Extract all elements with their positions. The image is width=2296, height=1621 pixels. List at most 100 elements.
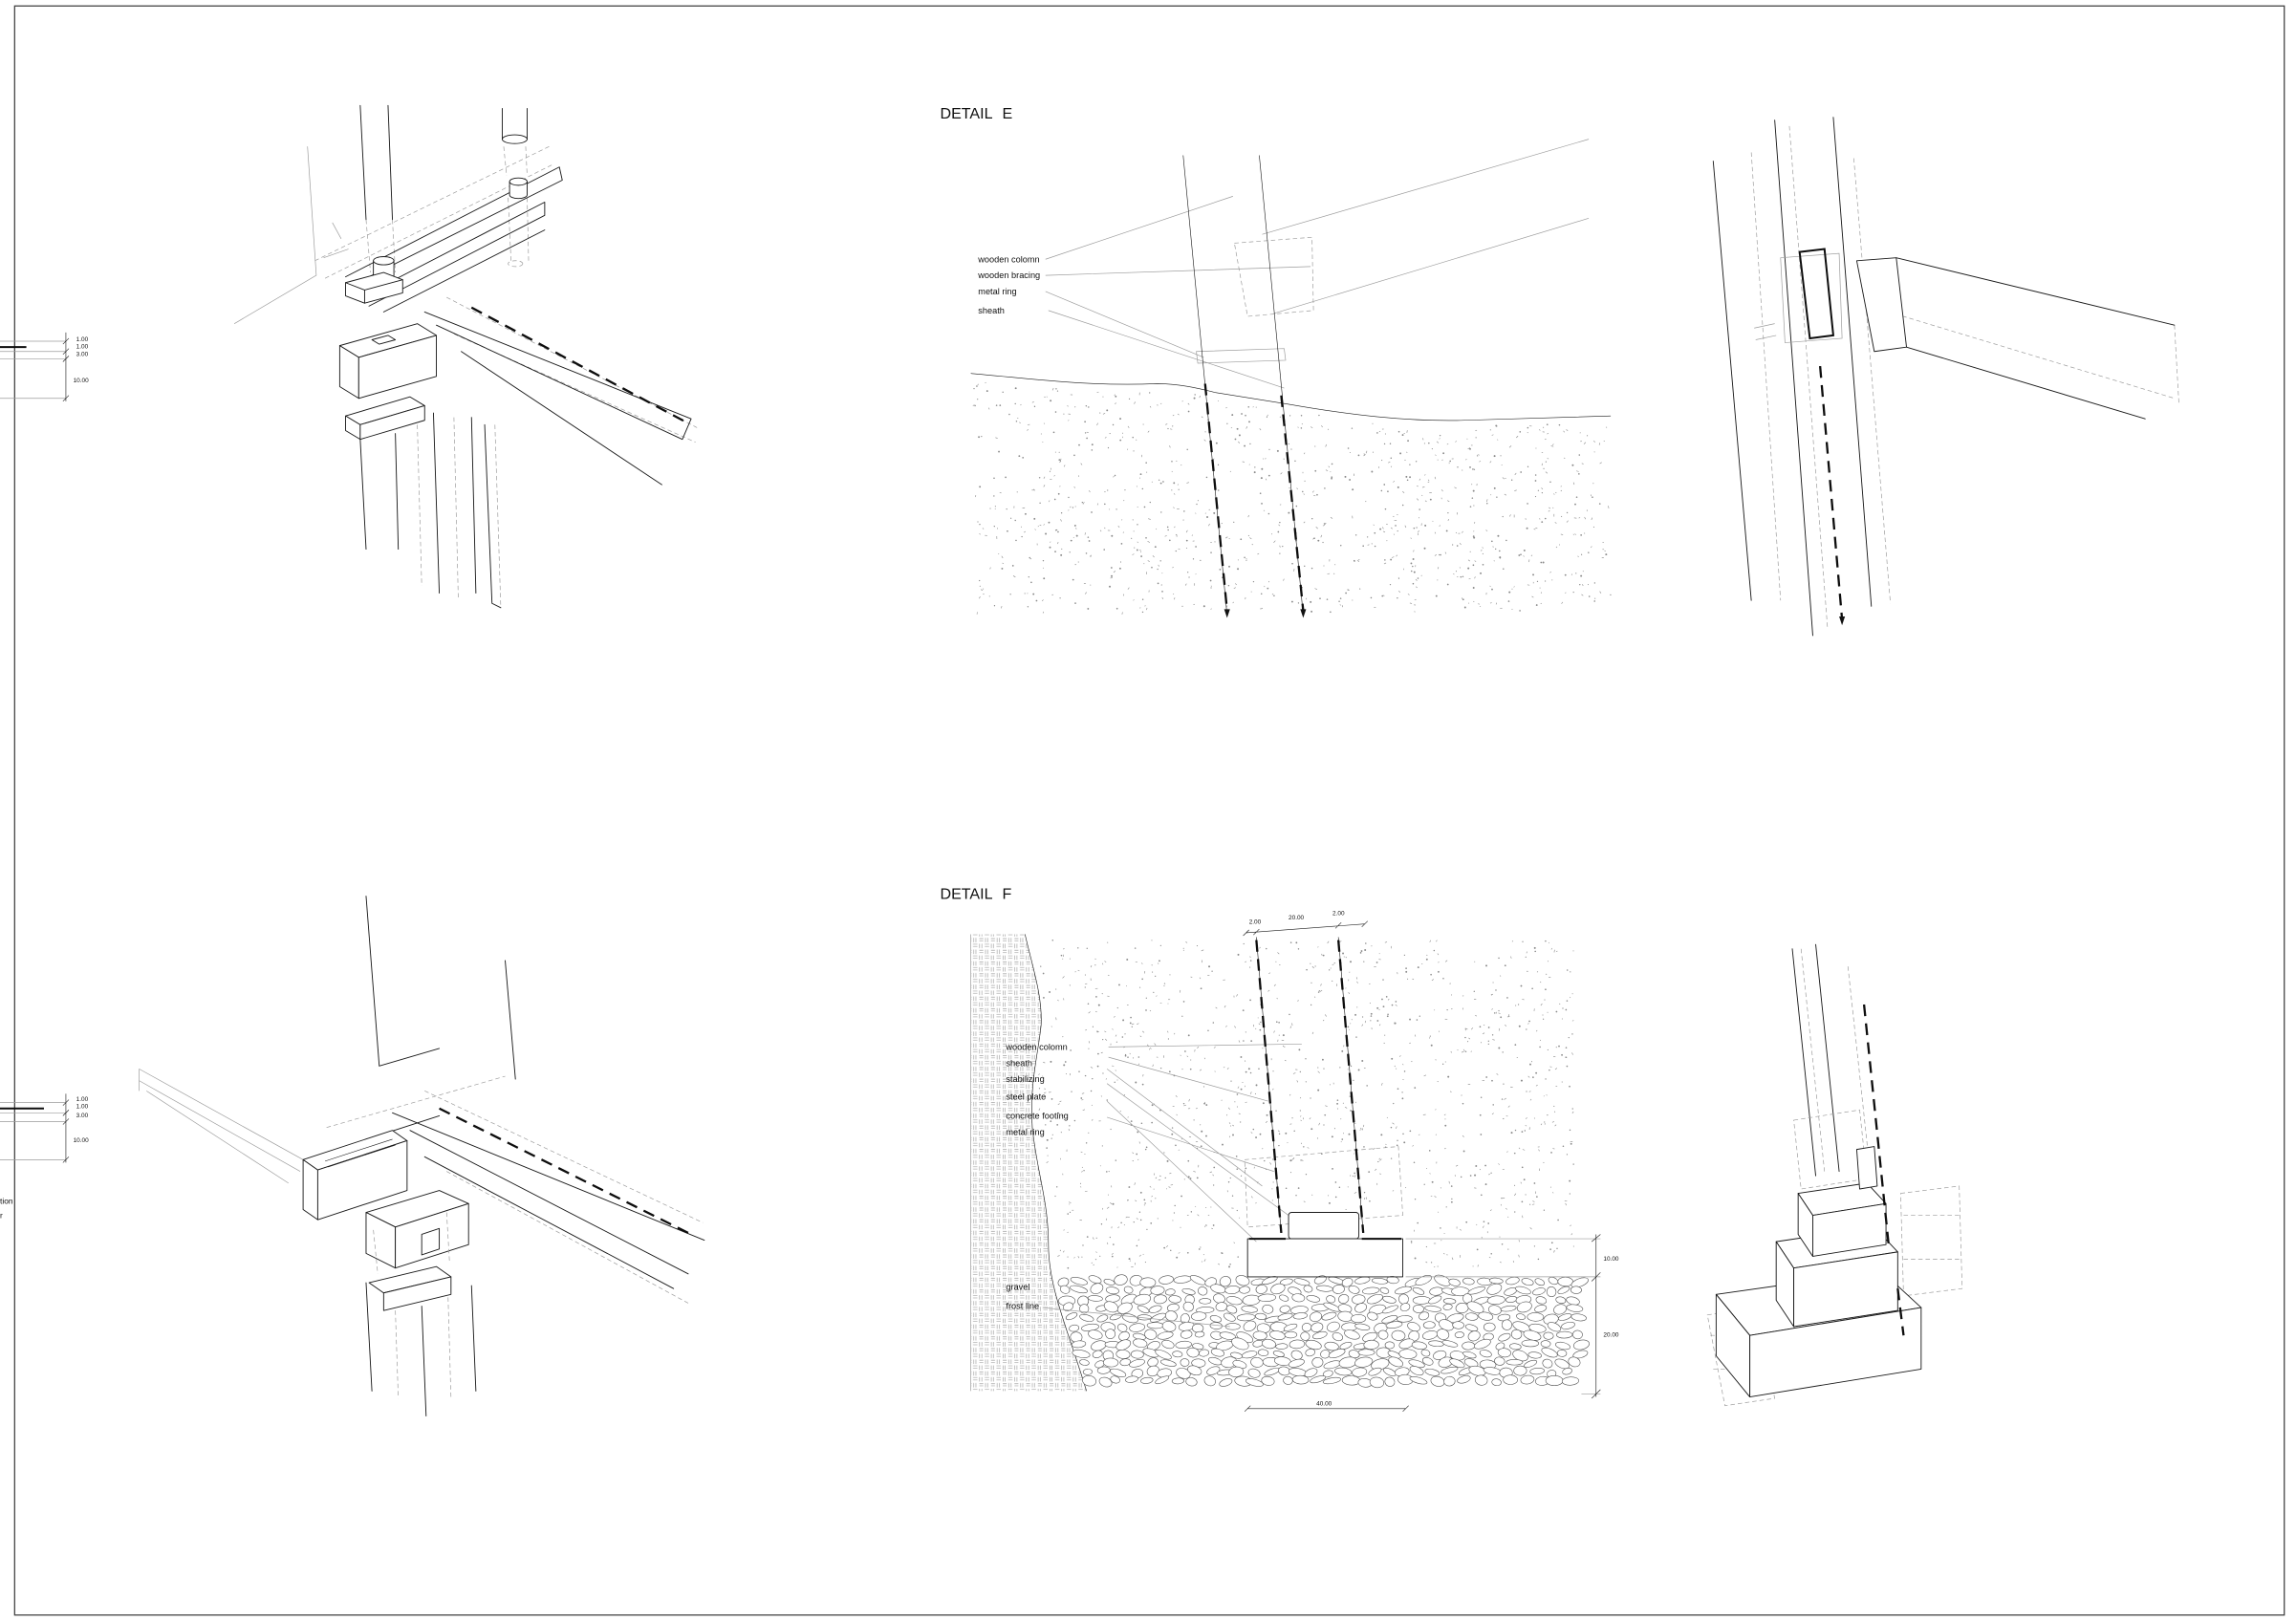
soil-speck	[1322, 541, 1324, 544]
soil-speck	[1332, 1167, 1333, 1170]
soil-speck	[1415, 578, 1418, 581]
label-steel-plate: steel plate	[1006, 1092, 1046, 1102]
soil-speck	[1054, 1195, 1056, 1198]
soil-speck	[1056, 1124, 1059, 1126]
plate-right-face	[1812, 1202, 1887, 1257]
gravel-pebble	[1367, 1311, 1378, 1321]
soil-speck	[1240, 1056, 1243, 1058]
soil-speck	[1232, 1124, 1235, 1127]
gravel-pebble	[1133, 1338, 1148, 1349]
soil-speck	[1245, 1167, 1247, 1170]
soil-speck	[1210, 551, 1212, 553]
gravel-pebble	[1529, 1367, 1545, 1375]
soil-speck	[1578, 454, 1581, 456]
soil-speck	[1197, 1214, 1200, 1217]
soil-speck	[1084, 432, 1087, 434]
soil-speck	[1561, 1018, 1563, 1020]
soil-speck	[1372, 422, 1374, 424]
soil-speck	[1484, 1183, 1487, 1186]
gravel-pebble	[1334, 1367, 1353, 1376]
soil-speck	[1521, 1131, 1524, 1133]
gravel-pebble	[1224, 1312, 1236, 1322]
gravel-pebble	[1341, 1375, 1361, 1386]
soil-speck	[972, 404, 975, 406]
extension-line	[1405, 1238, 1601, 1394]
soil-speck	[1138, 1254, 1141, 1257]
soil-speck	[1570, 1142, 1572, 1145]
gravel-pebble	[1527, 1312, 1545, 1322]
soil-speck	[1228, 1265, 1231, 1268]
soil-speck	[1065, 1073, 1068, 1075]
soil-speck	[1523, 549, 1526, 551]
gravel-pebble	[1337, 1310, 1354, 1322]
soil-speck	[1241, 413, 1243, 415]
soil-speck	[1443, 1113, 1446, 1116]
soil-speck	[1392, 1122, 1395, 1125]
soil-speck	[1085, 405, 1088, 407]
soil-speck	[1091, 443, 1094, 446]
soil-speck	[1317, 539, 1320, 542]
soil-speck	[1271, 1088, 1274, 1091]
gravel-pebble	[1082, 1368, 1093, 1375]
soil-speck	[1134, 1182, 1136, 1185]
soil-speck	[1541, 521, 1544, 523]
soil-speck	[1247, 514, 1249, 518]
soil-speck	[1366, 1085, 1368, 1087]
soil-speck	[1231, 1195, 1234, 1197]
gravel-pebble	[1242, 1294, 1261, 1306]
soil-speck	[1139, 1191, 1142, 1194]
soil-speck	[1082, 1244, 1084, 1246]
soil-speck	[1104, 490, 1106, 493]
soil-speck	[1266, 947, 1267, 950]
soil-speck	[1376, 1020, 1379, 1022]
soil-speck	[1001, 555, 1004, 559]
soil-speck	[1541, 491, 1543, 494]
soil-speck	[1195, 573, 1197, 575]
soil-speck	[1417, 1221, 1419, 1224]
soil-speck	[1532, 1076, 1534, 1078]
soil-speck	[1340, 1141, 1342, 1143]
soil-speck	[1327, 940, 1330, 944]
soil-speck	[1254, 466, 1256, 468]
soil-speck	[1536, 580, 1539, 583]
soil-speck	[1382, 530, 1386, 533]
soil-speck	[1149, 392, 1151, 394]
gravel-pebble	[1196, 1307, 1215, 1314]
gravel-pebble	[1428, 1295, 1442, 1305]
soil-speck	[1324, 1014, 1327, 1017]
soil-speck	[1474, 560, 1477, 562]
soil-speck	[1339, 597, 1342, 599]
soil-speck	[1145, 997, 1147, 999]
soil-speck	[1040, 965, 1042, 967]
soil-speck	[1297, 948, 1300, 950]
soil-speck	[1150, 1221, 1153, 1224]
soil-speck	[1529, 1227, 1532, 1230]
joint-box-left-face	[302, 1158, 318, 1221]
soil-speck	[1178, 548, 1180, 551]
soil-speck	[1255, 1027, 1257, 1029]
gravel-pebble	[1503, 1374, 1518, 1385]
gravel-pebble	[1388, 1356, 1403, 1368]
soil-speck	[1558, 1003, 1561, 1005]
gravel-pebble	[1442, 1298, 1457, 1305]
gravel-pebble	[1088, 1275, 1102, 1285]
soil-speck	[993, 605, 996, 607]
soil-speck	[1275, 1110, 1277, 1112]
soil-speck	[1555, 1010, 1558, 1013]
soil-speck	[1583, 442, 1587, 444]
soil-speck	[1144, 1148, 1147, 1151]
gravel-pebble	[1385, 1321, 1403, 1329]
soil-speck	[1261, 467, 1264, 470]
gravel-pebble	[1157, 1331, 1174, 1340]
soil-speck	[1122, 1019, 1125, 1022]
soil-speck	[1522, 940, 1524, 942]
soil-speck	[1038, 477, 1041, 479]
soil-speck	[1490, 1172, 1492, 1174]
soil-speck	[1099, 412, 1101, 414]
gravel-pebble	[1505, 1276, 1520, 1286]
soil-speck	[1370, 1015, 1373, 1017]
soil-speck	[1059, 1249, 1061, 1251]
soil-speck	[1060, 553, 1063, 556]
iso-joint-top-left	[233, 104, 698, 609]
gravel-pebble	[1109, 1312, 1122, 1321]
